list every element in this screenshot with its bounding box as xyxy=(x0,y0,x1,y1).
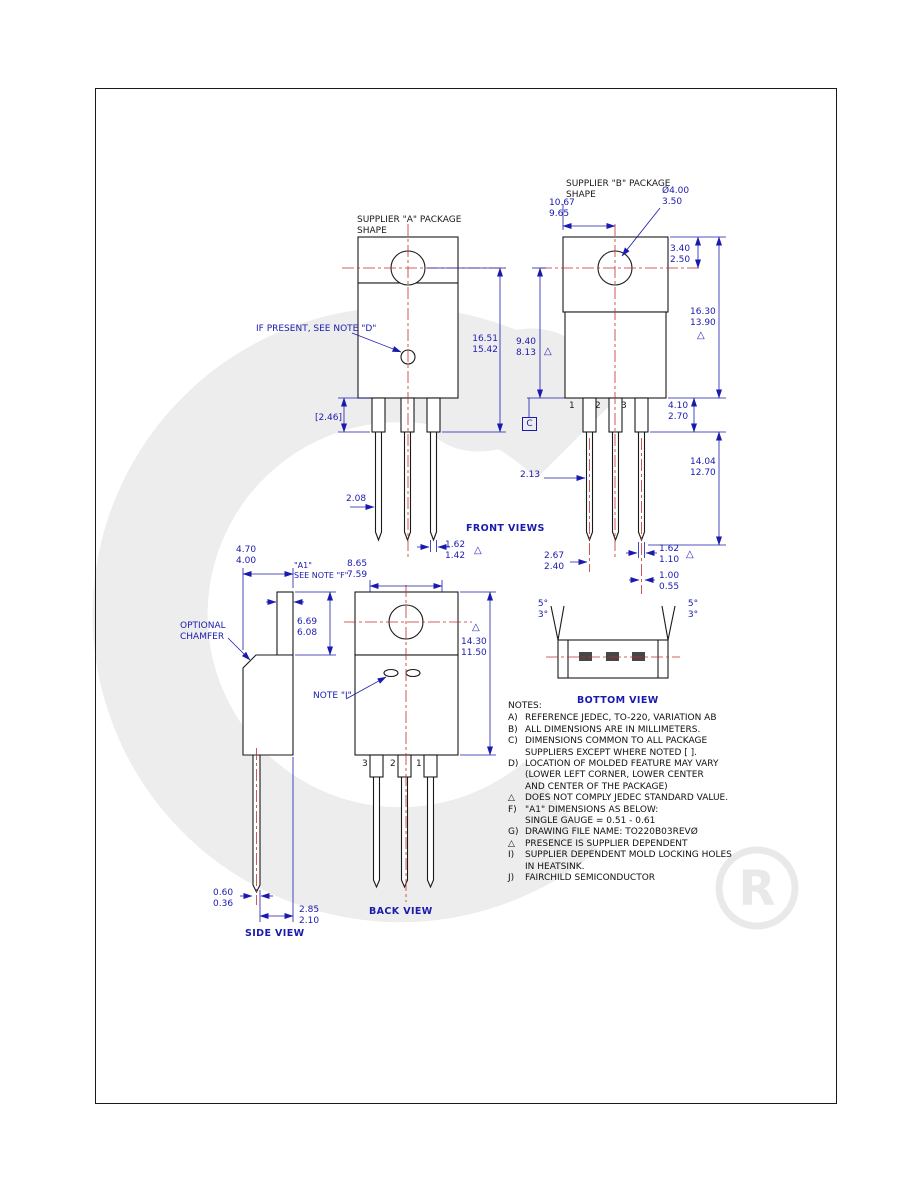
dim-lead-tip-b: 1.00 0.55 xyxy=(659,571,680,592)
note-text: PRESENCE IS SUPPLIER DEPENDENT xyxy=(525,838,688,849)
dim-hole-to-bottom: 9.40 8.13 xyxy=(515,337,536,358)
bottom-view-title: BOTTOM VIEW xyxy=(577,695,659,706)
if-present-note-label: IF PRESENT, SEE NOTE "D" xyxy=(256,324,377,334)
dim-hole-diameter: Ø4.00 3.50 xyxy=(662,186,690,207)
note-text: "A1" DIMENSIONS AS BELOW: SINGLE GAUGE =… xyxy=(525,804,659,827)
bottom-view-drawing xyxy=(546,605,680,679)
note-item-i: I) SUPPLIER DEPENDENT MOLD LOCKING HOLES… xyxy=(508,850,808,873)
dim-pkg-height-a: 16.51 15.42 xyxy=(472,334,498,355)
dim-lead-span-b: 2.67 2.40 xyxy=(544,551,565,572)
triangle-flag-icon: △ xyxy=(472,622,480,633)
dim-shoulder-len-b: 4.10 2.70 xyxy=(668,401,689,422)
back-view-drawing xyxy=(344,580,496,902)
note-item-e: △ DOES NOT COMPLY JEDEC STANDARD VALUE. xyxy=(508,793,808,804)
note-prefix: B) xyxy=(508,724,518,735)
dim-lead-setback: 2.85 2.10 xyxy=(299,905,320,926)
pin-number-2-back: 2 xyxy=(390,759,396,769)
optional-chamfer-label: OPTIONAL CHAMFER xyxy=(180,621,226,642)
dim-hole-span-back: 8.65 7.59 xyxy=(347,559,368,580)
note-item-g: G) DRAWING FILE NAME: TO220B03REVØ xyxy=(508,827,808,838)
note-prefix: I) xyxy=(508,850,515,861)
watermark-r-letter: R xyxy=(739,861,776,917)
dim-lead-offset-b: 2.13 xyxy=(520,470,541,480)
pin-number-2: 2 xyxy=(595,401,601,411)
supplier-a-package-label: SUPPLIER "A" PACKAGE SHAPE xyxy=(357,215,462,236)
dim-shoulder-height: [2.46] xyxy=(314,413,342,423)
note-prefix: A) xyxy=(508,713,518,724)
a1-note-label: "A1" SEE NOTE "F" xyxy=(294,561,349,580)
note-item-h: △ PRESENCE IS SUPPLIER DEPENDENT xyxy=(508,839,808,850)
dim-tab-width: 10.67 9.65 xyxy=(549,198,575,219)
note-prefix: C) xyxy=(508,736,518,747)
pin-number-3-back: 3 xyxy=(362,759,368,769)
note-prefix: J) xyxy=(508,873,515,884)
triangle-flag-icon: △ xyxy=(474,545,482,556)
note-text: SUPPLIER DEPENDENT MOLD LOCKING HOLES IN… xyxy=(525,850,732,872)
drawing-border xyxy=(95,88,837,1104)
supplier-a-front-view-drawing xyxy=(338,224,506,560)
pin-number-3: 3 xyxy=(621,401,627,411)
dim-body-thickness: 4.70 4.00 xyxy=(236,545,257,566)
dim-tab-to-body: 6.69 6.08 xyxy=(297,617,318,638)
pin-number-1: 1 xyxy=(569,401,575,411)
dim-draft-angle-left: 5° 3° xyxy=(537,599,549,620)
dim-body-height-back: 14.30 11.50 xyxy=(461,637,487,658)
notes-block: NOTES: A) REFERENCE JEDEC, TO-220, VARIA… xyxy=(508,701,808,885)
supplier-b-front-view-drawing xyxy=(527,204,726,594)
triangle-flag-icon: △ xyxy=(697,330,705,341)
note-i-label: NOTE "I" xyxy=(313,691,352,701)
supplier-b-package-label: SUPPLIER "B" PACKAGE SHAPE xyxy=(566,179,671,200)
dim-draft-angle-right: 5° 3° xyxy=(687,599,699,620)
side-view-title: SIDE VIEW xyxy=(245,928,305,939)
note-triangle-icon: △ xyxy=(508,793,515,804)
note-item-b: B) ALL DIMENSIONS ARE IN MILLIMETERS. xyxy=(508,725,808,736)
dim-pkg-height-b: 16.30 13.90 xyxy=(690,307,716,328)
datum-c-symbol: C xyxy=(522,417,537,431)
note-item-j: J) FAIRCHILD SEMICONDUCTOR xyxy=(508,873,808,884)
front-views-title: FRONT VIEWS xyxy=(466,523,545,534)
dim-hole-from-top: 3.40 2.50 xyxy=(670,244,691,265)
back-view-title: BACK VIEW xyxy=(369,906,433,917)
note-text: DIMENSIONS COMMON TO ALL PACKAGE SUPPLIE… xyxy=(525,736,708,758)
pin-number-1-back: 1 xyxy=(416,759,422,769)
note-text: DRAWING FILE NAME: TO220B03REVØ xyxy=(525,827,698,838)
note-text: REFERENCE JEDEC, TO-220, VARIATION AB xyxy=(525,713,717,724)
dim-lead-pos-a: 2.08 xyxy=(346,494,367,504)
note-text: FAIRCHILD SEMICONDUCTOR xyxy=(525,873,656,884)
triangle-flag-icon: △ xyxy=(544,346,552,357)
note-text: ALL DIMENSIONS ARE IN MILLIMETERS. xyxy=(525,724,701,735)
dim-lead-width-a: 1.62 1.42 xyxy=(445,540,466,561)
note-prefix: F) xyxy=(508,804,517,815)
side-view-drawing xyxy=(227,568,336,922)
dim-lead-width-b: 1.62 1.10 xyxy=(659,544,680,565)
registered-trademark-watermark: R xyxy=(715,846,799,930)
note-prefix: D) xyxy=(508,759,519,770)
note-text: LOCATION OF MOLDED FEATURE MAY VARY (LOW… xyxy=(525,759,719,792)
note-item-a: A) REFERENCE JEDEC, TO-220, VARIATION AB xyxy=(508,713,808,724)
note-item-c: C) DIMENSIONS COMMON TO ALL PACKAGE SUPP… xyxy=(508,736,808,759)
dim-lead-len-b: 14.04 12.70 xyxy=(690,457,716,478)
notes-title: NOTES: xyxy=(508,701,542,711)
note-item-d: D) LOCATION OF MOLDED FEATURE MAY VARY (… xyxy=(508,759,808,793)
note-item-f: F) "A1" DIMENSIONS AS BELOW: SINGLE GAUG… xyxy=(508,805,808,828)
note-text: DOES NOT COMPLY JEDEC STANDARD VALUE. xyxy=(525,793,729,804)
triangle-flag-icon: △ xyxy=(686,549,694,560)
note-prefix: G) xyxy=(508,827,519,838)
note-triangle-icon: △ xyxy=(508,838,515,849)
dim-lead-thickness: 0.60 0.36 xyxy=(213,888,234,909)
